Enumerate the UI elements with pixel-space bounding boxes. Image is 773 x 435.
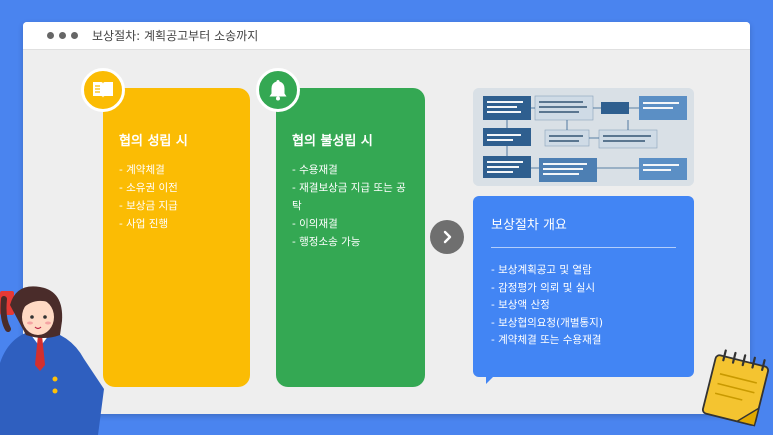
notepad-illustration [701, 349, 769, 427]
list-item: 탁 [292, 200, 302, 212]
chevron-right-icon [443, 230, 452, 244]
presentation-window: 보상절차: 계획공고부터 소송까지 협의 성립 시 - 계약체결 - 소유권 이… [23, 22, 750, 414]
window-dot[interactable] [59, 32, 66, 39]
title-bar: 보상절차: 계획공고부터 소송까지 [23, 22, 750, 50]
flowchart-image [473, 88, 694, 186]
agreement-success-card: 협의 성립 시 - 계약체결 - 소유권 이전 - 보상금 지급 - 사업 진행 [103, 88, 250, 387]
list-item: - 감정평가 의뢰 및 실시 [491, 281, 596, 294]
list-item: - 보상액 산정 [491, 299, 550, 311]
list-item: - 이의재결 [292, 218, 338, 230]
list-item: - 행정소송 가능 [292, 236, 361, 248]
list-item: - 수용재결 [292, 164, 338, 176]
list-item: - 보상협의요청(개별통지) [491, 316, 603, 329]
next-arrow-button[interactable] [430, 220, 464, 254]
card-list: - 수용재결 - 재결보상금 지급 또는 공 탁 - 이의재결 - 행정소송 가… [292, 161, 411, 251]
window-controls [47, 32, 78, 39]
list-item: - 보상금 지급 [119, 200, 178, 212]
list-item: - 재결보상금 지급 또는 공 [292, 182, 406, 194]
window-dot[interactable] [71, 32, 78, 39]
card-list: - 계약체결 - 소유권 이전 - 보상금 지급 - 사업 진행 [119, 161, 236, 233]
list-item: - 사업 진행 [119, 218, 169, 230]
list-item: - 소유권 이전 [119, 182, 178, 194]
list-item: - 계약체결 또는 수용재결 [491, 334, 602, 346]
agreement-failure-card: 협의 불성립 시 - 수용재결 - 재결보상금 지급 또는 공 탁 - 이의재결… [276, 88, 425, 387]
card-list: - 보상계획공고 및 열람 - 감정평가 의뢰 및 실시 - 보상액 산정 - … [491, 262, 676, 350]
card-heading: 협의 불성립 시 [292, 134, 373, 149]
list-item: - 계약체결 [119, 164, 165, 176]
student-illustration [0, 286, 104, 435]
list-item: - 보상계획공고 및 열람 [491, 264, 592, 276]
card-heading: 보상절차 개요 [491, 214, 676, 248]
window-title: 보상절차: 계획공고부터 소송까지 [92, 29, 259, 43]
speech-bubble-tail [486, 374, 496, 384]
book-icon [81, 68, 125, 112]
procedure-overview-card: 보상절차 개요 - 보상계획공고 및 열람 - 감정평가 의뢰 및 실시 - 보… [473, 196, 694, 377]
bell-icon [256, 68, 300, 112]
window-dot[interactable] [47, 32, 54, 39]
card-heading: 협의 성립 시 [119, 134, 188, 149]
